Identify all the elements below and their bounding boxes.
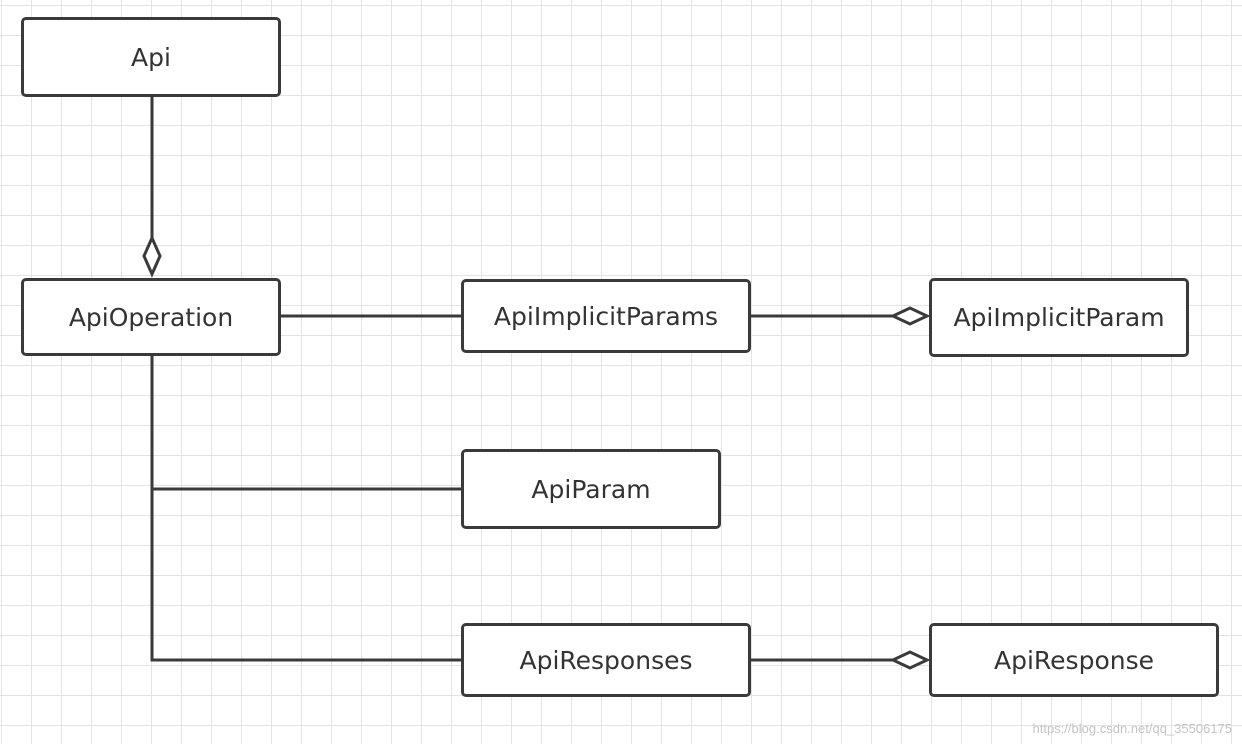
node-apiresponse[interactable]: ApiResponse — [929, 623, 1219, 697]
watermark: https://blog.csdn.net/qq_35506175 — [1032, 721, 1233, 736]
node-apiparam-label: ApiParam — [531, 474, 651, 504]
node-api-label: Api — [131, 42, 171, 72]
node-apiresponses-label: ApiResponses — [519, 645, 693, 675]
node-apiresponses[interactable]: ApiResponses — [461, 623, 751, 697]
node-apioperation[interactable]: ApiOperation — [21, 278, 281, 356]
edge-apioperation-to-apiresponses — [150, 356, 461, 662]
node-apiresponse-label: ApiResponse — [994, 645, 1154, 675]
aggregation-diamond-implicitparams-implicitparam — [889, 306, 931, 326]
node-apiimplicitparams[interactable]: ApiImplicitParams — [461, 279, 751, 353]
node-apiimplicitparam[interactable]: ApiImplicitParam — [929, 278, 1189, 357]
node-apiimplicitparam-label: ApiImplicitParam — [953, 303, 1165, 332]
aggregation-diamond-api-apioperation — [142, 234, 162, 278]
node-apioperation-label: ApiOperation — [68, 302, 234, 332]
node-api[interactable]: Api — [21, 17, 281, 97]
node-apiparam[interactable]: ApiParam — [461, 449, 721, 529]
node-apiimplicitparams-label: ApiImplicitParams — [493, 301, 719, 331]
aggregation-diamond-responses-response — [889, 650, 931, 670]
